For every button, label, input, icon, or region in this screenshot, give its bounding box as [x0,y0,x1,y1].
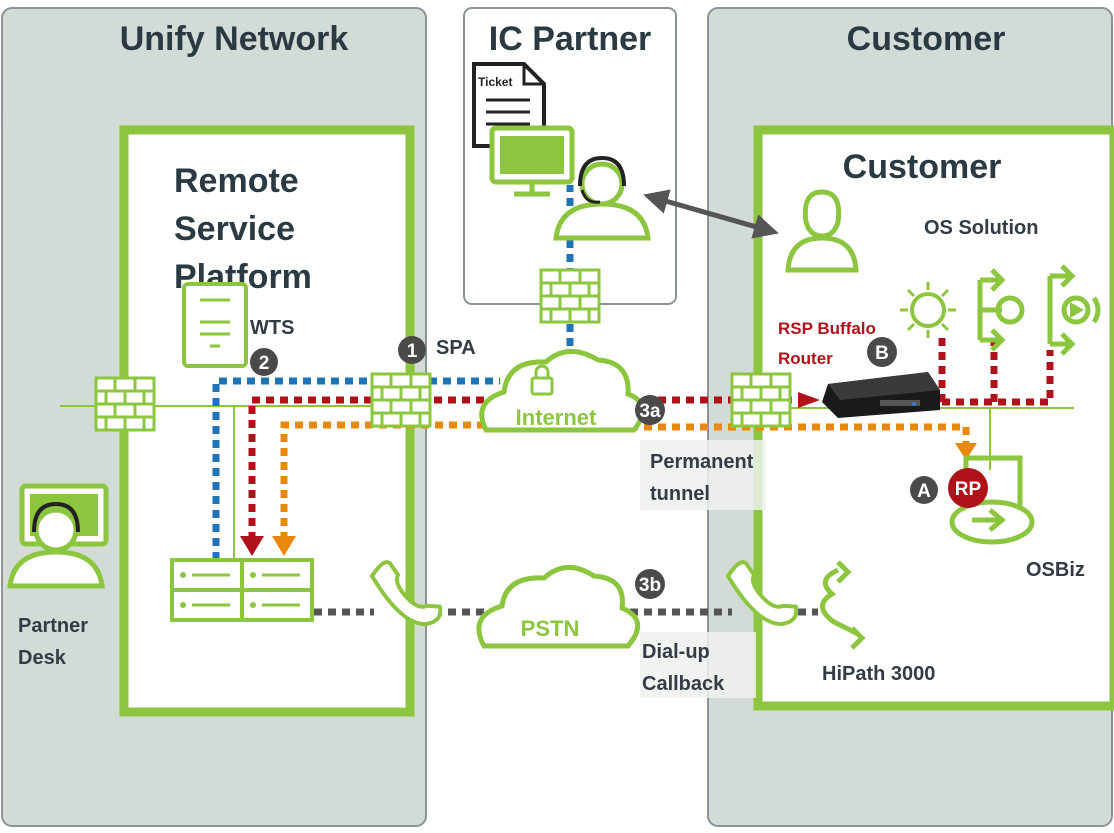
rp-badge [948,468,988,508]
tunnel-label: tunnel [650,483,710,505]
rsp-buffalo-label: RSP Buffalo [778,319,876,338]
zone-title-unify: Unify Network [120,20,349,58]
phone-icon [369,560,443,627]
dialup-label-panel [640,632,756,698]
firewall-icon [539,268,601,324]
step-badge-b: B [867,337,897,367]
play-icon [1070,302,1084,318]
phone-icon [725,560,799,627]
server-tower-icon [182,282,248,368]
tunnel-label-panel [640,440,766,510]
step-badge-3a: 3a [635,395,665,425]
dialup-label: Dial-up [642,641,710,663]
svg-text:B: B [875,343,889,364]
agent-headset-icon [553,155,651,241]
step-badge-3b: 3b [635,569,665,599]
step-badge-2: 2 [250,348,278,376]
zone-title-partner: IC Partner [489,20,652,58]
os-solution-sun-icon [900,282,956,338]
permanent-label: Permanent [650,451,754,473]
internet-label: Internet [516,405,597,430]
customer-person-icon [785,189,859,273]
router-icon [822,372,940,418]
orange-arrow-down [272,536,296,556]
hipath-label: HiPath 3000 [822,663,935,685]
spa-label: SPA [436,337,476,359]
communication-arrow [643,189,779,239]
wts-label: WTS [250,317,294,339]
router-label: Router [778,349,833,368]
step-badge-a: A [910,476,938,504]
desk-label: Desk [18,647,67,669]
partner-desk-agent-icon [7,501,105,589]
firewall-icon [370,372,432,428]
os-solution-label: OS Solution [924,217,1038,239]
step-badge-1: 1 [398,336,426,364]
rsp-title-line1: Remote [174,162,299,200]
svg-text:3b: 3b [639,575,661,596]
osbiz-label: OSBiz [1026,559,1085,581]
svg-text:A: A [917,481,931,502]
customer-box-title: Customer [843,148,1002,186]
firewall-icon [94,376,156,432]
rsp-title-line2: Service [174,210,295,248]
monitor-icon [489,125,575,197]
partner-label: Partner [18,615,88,637]
os-solution-flow-icon [977,264,1101,356]
red-arrow-right [798,392,820,408]
server-rack-icon [170,558,314,622]
pstn-label: PSTN [521,616,580,641]
rp-badge-label: RP [955,479,982,500]
ticket-label: Ticket [478,75,512,89]
hipath-icon [820,560,866,650]
firewall-icon [730,372,792,428]
svg-text:3a: 3a [639,401,661,422]
osbiz-icon [949,455,1035,545]
svg-text:2: 2 [259,353,270,374]
orange-arrow-down-rp [955,443,977,460]
pstn-cloud-icon [476,565,640,649]
zone-title-customer: Customer [847,20,1006,58]
svg-text:1: 1 [407,341,418,362]
red-arrow-down [240,536,264,556]
internet-cloud-icon [479,349,646,433]
callback-label: Callback [642,673,725,695]
